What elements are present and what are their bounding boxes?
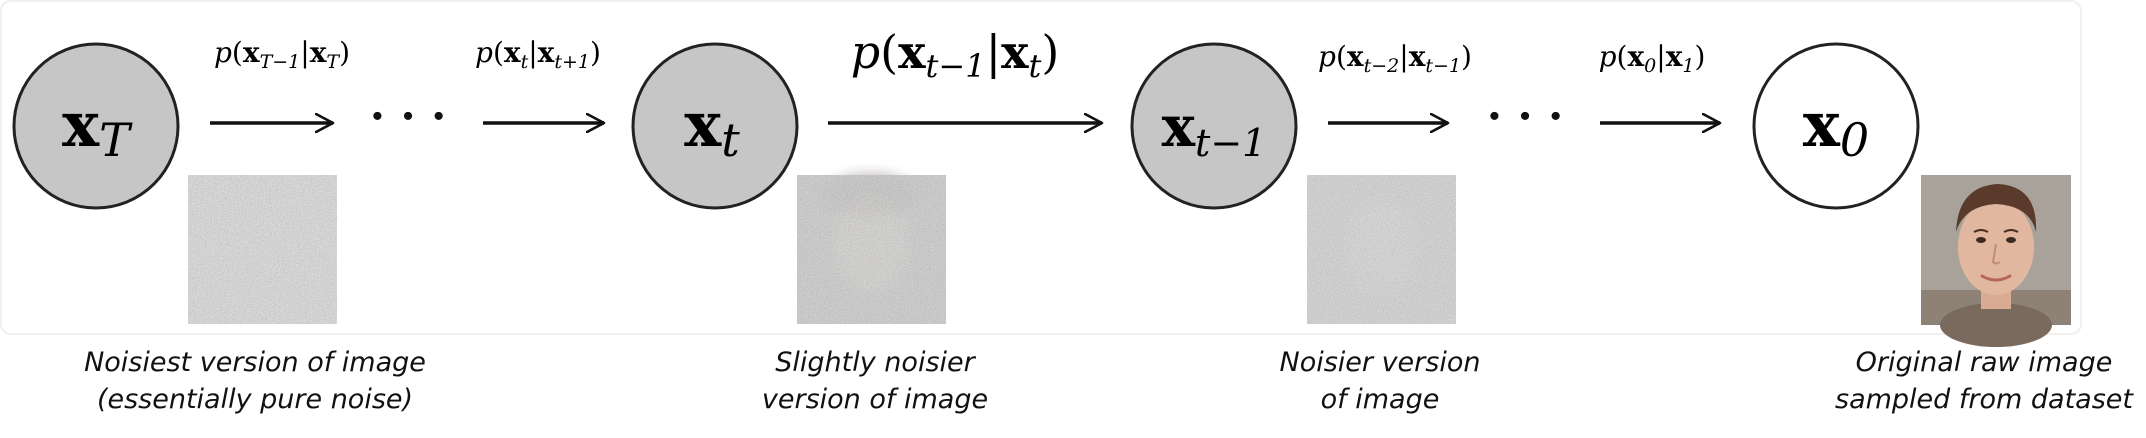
rhs-sub: t+1 [554, 51, 590, 73]
node-label: xt [684, 88, 740, 167]
lhs-sub: t−1 [926, 47, 986, 85]
given-bar: | [300, 36, 309, 69]
node-label-base: x [684, 88, 722, 161]
paren-close: ) [339, 36, 350, 69]
transition-label-1: p(xT−1|xT) [214, 36, 350, 73]
rhs: x [538, 36, 555, 69]
lhs-sub: t−2 [1364, 55, 1400, 77]
caption-line: sampled from dataset [1835, 384, 2133, 415]
transition-label-2: p(xt|xt+1) [475, 36, 601, 73]
paren-close: ) [1461, 40, 1472, 73]
caption-noisiest: Noisiest version of image (essentially p… [80, 344, 430, 418]
caption-line: Noisier version [1279, 347, 1481, 378]
rhs: x [1001, 25, 1029, 79]
transition-label-5: p(x0|x1) [1599, 40, 1706, 77]
paren-close: ) [590, 36, 601, 69]
node-label-base: x [1803, 88, 1841, 161]
rhs-sub: T [326, 51, 340, 73]
given-bar: | [986, 25, 1002, 79]
given-bar: | [528, 36, 537, 69]
paren-open: ( [1336, 40, 1347, 73]
node-label: x0 [1803, 88, 1869, 167]
panel-frame [0, 0, 2082, 335]
rhs-sub: t−1 [1425, 55, 1461, 77]
paren-open: ( [493, 36, 504, 69]
node-label-sub: 0 [1840, 113, 1869, 167]
lhs: x [243, 36, 260, 69]
rhs: x [310, 36, 327, 69]
noise-image-noisier [1307, 175, 1456, 324]
noise-image-slight [797, 173, 946, 324]
p-symbol: p [1318, 40, 1336, 73]
noise-image-pure [188, 175, 337, 324]
caption-line: Noisiest version of image [84, 347, 426, 378]
node-label-sub: T [99, 113, 133, 167]
lhs: x [1347, 40, 1364, 73]
ellipsis-2: · · · [1487, 91, 1564, 142]
caption-line: of image [1320, 384, 1440, 415]
paren-open: ( [1617, 40, 1628, 73]
paren-close: ) [1694, 40, 1705, 73]
transition-label-main: p(xt−1|xt) [851, 25, 1060, 85]
ellipsis-1: · · · [370, 91, 447, 142]
node-label-base: x [1162, 94, 1196, 160]
caption-noisier: Noisier version of image [1240, 344, 1520, 418]
node-label-base: x [62, 88, 100, 161]
rhs: x [1409, 40, 1426, 73]
lhs-sub: 0 [1644, 55, 1656, 77]
node-label-sub: t−1 [1195, 121, 1266, 165]
p-symbol: p [1599, 40, 1617, 73]
p-symbol: p [214, 36, 232, 69]
caption-slightly-noisier: Slightly noisier version of image [725, 344, 1025, 418]
caption-line: Original raw image [1855, 347, 2113, 378]
caption-line: version of image [761, 384, 989, 415]
lhs: x [504, 36, 521, 69]
node-x0: x0 [1752, 42, 1920, 210]
paren-open: ( [232, 36, 243, 69]
face-image-original [1921, 175, 2071, 347]
caption-line: Slightly noisier [775, 347, 975, 378]
node-circle [1130, 42, 1298, 210]
node-xt-minus-1: xt−1 [1130, 42, 1298, 210]
lhs: x [1627, 40, 1644, 73]
lhs-sub: t [521, 51, 529, 73]
caption-line: (essentially pure noise) [96, 384, 414, 415]
node-label: xT [62, 88, 133, 167]
node-label: xt−1 [1162, 94, 1267, 165]
node-circle [12, 42, 180, 210]
paren-close: ) [1041, 25, 1059, 79]
rhs-sub: t [1029, 47, 1042, 85]
given-bar: | [1399, 40, 1408, 73]
rhs-sub: 1 [1682, 55, 1694, 77]
rhs: x [1666, 40, 1683, 73]
lhs-sub: T−1 [260, 51, 301, 73]
node-label-sub: t [721, 113, 740, 167]
p-symbol: p [475, 36, 493, 69]
lhs: x [898, 25, 926, 79]
p-symbol: p [851, 25, 880, 79]
node-xT: xT [12, 42, 180, 210]
node-xt: xt [631, 42, 799, 210]
transition-label-4: p(xt−2|xt−1) [1318, 40, 1472, 77]
paren-open: ( [880, 25, 898, 79]
caption-original: Original raw image sampled from dataset [1826, 344, 2142, 418]
given-bar: | [1656, 40, 1665, 73]
node-circle [1752, 42, 1920, 210]
node-circle [631, 42, 799, 210]
